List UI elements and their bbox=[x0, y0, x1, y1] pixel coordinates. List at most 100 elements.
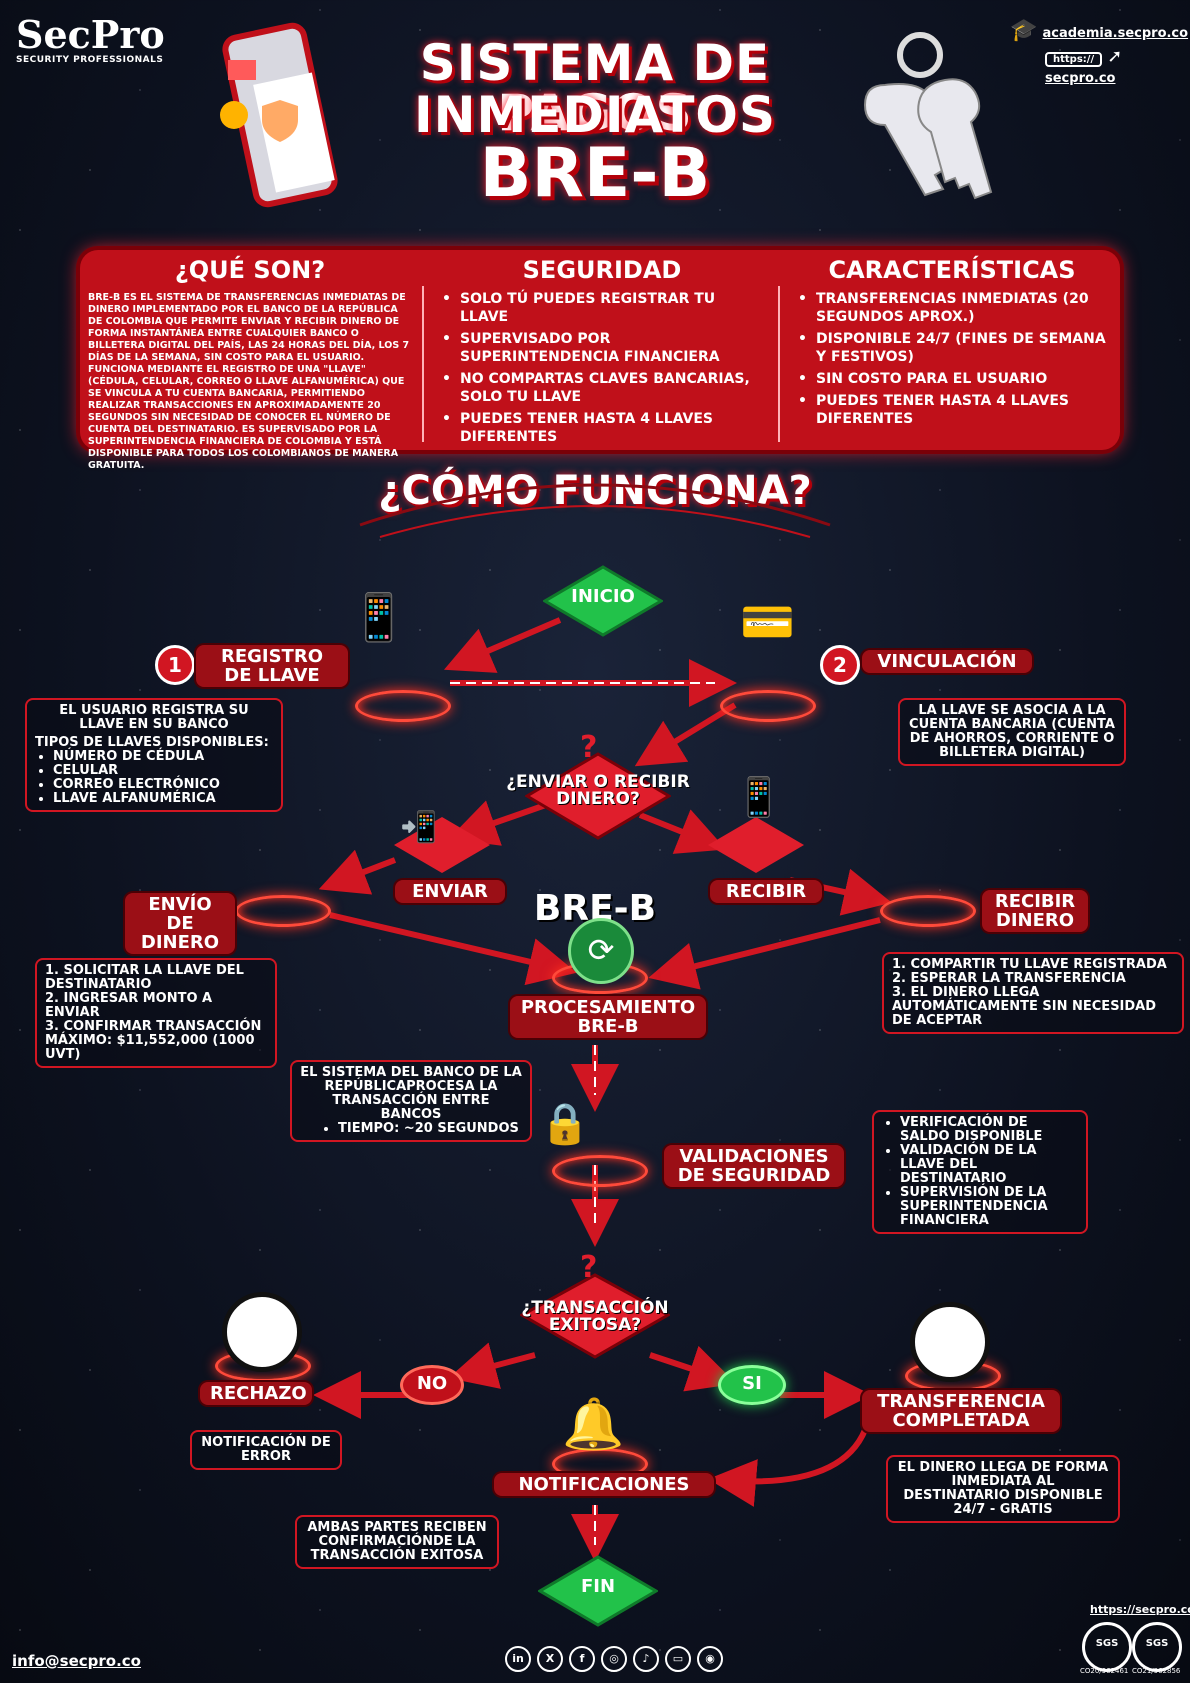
title-line-3: BRE-B bbox=[479, 134, 711, 213]
facebook-icon[interactable]: f bbox=[569, 1646, 595, 1672]
instagram-icon[interactable]: ◎ bbox=[601, 1646, 627, 1672]
cert1-code: CO20/962461 bbox=[1080, 1667, 1129, 1675]
seguridad-heading: SEGURIDAD bbox=[522, 256, 682, 284]
lock-money-icon: 🔒 bbox=[540, 1101, 590, 1147]
sgs-cert-badge: SGS bbox=[1082, 1622, 1132, 1672]
bell-icon: 🔔 bbox=[562, 1395, 625, 1453]
divider bbox=[422, 286, 424, 442]
llave-tipo: LLAVE ALFANUMÉRICA bbox=[53, 792, 273, 806]
footer-site-link[interactable]: https://secpro.co bbox=[1090, 1603, 1190, 1616]
registro-llave-title: EL USUARIO REGISTRA SU LLAVE EN SU BANCO bbox=[59, 703, 249, 732]
vinculacion-box: LA LLAVE SE ASOCIA A LA CUENTA BANCARIA … bbox=[898, 698, 1126, 766]
tiktok-icon[interactable]: ♪ bbox=[633, 1646, 659, 1672]
phones-send-icon: 📲 bbox=[400, 810, 438, 845]
decision2-label: ¿TRANSACCIÓN EXITOSA? bbox=[521, 1298, 669, 1335]
title-line-2: INMEDIATOS bbox=[414, 86, 776, 144]
recibir-paso: 2. ESPERAR LA TRANSFERENCIA bbox=[892, 971, 1126, 986]
divider bbox=[778, 286, 780, 442]
heading-arcs bbox=[359, 483, 831, 538]
github-icon[interactable]: ◉ bbox=[697, 1646, 723, 1672]
recibir-dinero-label: RECIBIR DINERO bbox=[982, 890, 1088, 932]
seguridad-item: NO COMPARTAS CLAVES BANCARIAS, SOLO TU L… bbox=[438, 370, 766, 406]
seguridad-item: PUEDES TENER HASTA 4 LLAVES DIFERENTES bbox=[438, 410, 766, 446]
que-son-text: BRE-B ES EL SISTEMA DE TRANSFERENCIAS IN… bbox=[88, 292, 410, 471]
cert2-code: CO21/962856 bbox=[1132, 1667, 1181, 1675]
procesamiento-tiempo: TIEMPO: ~20 SEGUNDOS bbox=[338, 1122, 522, 1136]
caracteristicas-item: SIN COSTO PARA EL USUARIO bbox=[794, 370, 1110, 388]
site-link-row[interactable]: https:// ➚ secpro.co bbox=[1045, 46, 1190, 86]
sync-icon: ⟳ bbox=[568, 918, 634, 984]
que-son-column: ¿QUÉ SON? BRE-B ES EL SISTEMA DE TRANSFE… bbox=[80, 250, 420, 471]
title-line-1: SISTEMA DE PAGOS bbox=[419, 34, 771, 142]
decision2-shape bbox=[520, 1273, 670, 1359]
recibir-label: RECIBIR bbox=[710, 880, 822, 903]
llave-tipo: CORREO ELECTRÓNICO bbox=[53, 778, 273, 792]
enviar-shape bbox=[394, 817, 490, 873]
inicio-shape bbox=[543, 565, 663, 637]
notificaciones-label: NOTIFICACIONES bbox=[494, 1473, 714, 1496]
step1-badge: 1 bbox=[155, 645, 195, 685]
graduation-cap-icon: 🎓 bbox=[1010, 18, 1038, 43]
vinculacion-label: VINCULACIÓN bbox=[862, 650, 1032, 673]
card-hand-icon: 💳 bbox=[740, 597, 795, 648]
phone-receive-icon: 📱 bbox=[735, 775, 783, 819]
academia-link-row[interactable]: 🎓 academia.secpro.co bbox=[1010, 18, 1188, 43]
portal-ring bbox=[552, 1155, 648, 1187]
url-badge: https:// bbox=[1045, 52, 1103, 67]
email-link[interactable]: info@secpro.co bbox=[12, 1652, 141, 1670]
envio-dinero-label: ENVÍO DE DINERO bbox=[125, 893, 235, 954]
seguridad-column: SEGURIDAD SOLO TÚ PUEDES REGISTRAR TU LL… bbox=[428, 250, 776, 450]
sgs-cert-badge: SGS bbox=[1132, 1622, 1182, 1672]
envio-dinero-box: 1. SOLICITAR LA LLAVE DEL DESTINATARIO 2… bbox=[35, 958, 277, 1068]
completada-label: TRANSFERENCIA COMPLETADA bbox=[862, 1390, 1060, 1432]
fin-label: FIN bbox=[580, 1576, 616, 1597]
completada-circle-icon bbox=[910, 1302, 990, 1382]
validacion-item: VERIFICACIÓN DE SALDO DISPONIBLE bbox=[900, 1116, 1078, 1144]
notificaciones-box: AMBAS PARTES RECIBEN CONFIRMACIÓNDE LA T… bbox=[295, 1515, 499, 1569]
enviar-label: ENVIAR bbox=[395, 880, 505, 903]
question-mark-icon: ? bbox=[580, 730, 598, 765]
envio-maximo: MÁXIMO: $11,552,000 (1000 UVT) bbox=[45, 1033, 255, 1062]
caracteristicas-item: DISPONIBLE 24/7 (FINES DE SEMANA Y FESTI… bbox=[794, 330, 1110, 366]
phone-key-icon: 📱 bbox=[350, 590, 408, 644]
academia-link[interactable]: academia.secpro.co bbox=[1042, 26, 1189, 41]
recibir-paso: 3. EL DINERO LLEGA AUTOMÁTICAMENTE SIN N… bbox=[892, 985, 1157, 1028]
x-icon[interactable]: X bbox=[537, 1646, 563, 1672]
linkedin-icon[interactable]: in bbox=[505, 1646, 531, 1672]
rechazo-box: NOTIFICACIÓN DE ERROR bbox=[190, 1430, 342, 1470]
envio-paso: 3. CONFIRMAR TRANSACCIÓN bbox=[45, 1019, 262, 1034]
validaciones-box: VERIFICACIÓN DE SALDO DISPONIBLE VALIDAC… bbox=[872, 1110, 1088, 1234]
chat-icon[interactable]: ▭ bbox=[665, 1646, 691, 1672]
no-badge: NO bbox=[400, 1365, 464, 1405]
portal-ring bbox=[880, 895, 976, 927]
procesamiento-text: EL SISTEMA DEL BANCO DE LA REPÚBLICAPROC… bbox=[300, 1065, 522, 1122]
caracteristicas-item: TRANSFERENCIAS INMEDIATAS (20 SEGUNDOS A… bbox=[794, 290, 1110, 326]
portal-ring bbox=[235, 895, 331, 927]
validacion-item: VALIDACIÓN DE LA LLAVE DEL DESTINATARIO bbox=[900, 1144, 1078, 1186]
caracteristicas-heading: CARACTERÍSTICAS bbox=[828, 256, 1076, 284]
site-link[interactable]: secpro.co bbox=[1045, 71, 1116, 86]
portal-ring bbox=[720, 690, 816, 722]
decision1-shape bbox=[525, 752, 671, 840]
caracteristicas-column: CARACTERÍSTICAS TRANSFERENCIAS INMEDIATA… bbox=[784, 250, 1120, 450]
recibir-dinero-box: 1. COMPARTIR TU LLAVE REGISTRADA 2. ESPE… bbox=[882, 952, 1184, 1034]
fin-shape bbox=[538, 1555, 658, 1627]
question-mark-icon: ? bbox=[580, 1250, 598, 1285]
decision1-label: ¿ENVIAR O RECIBIR DINERO? bbox=[506, 772, 690, 809]
caracteristicas-item: PUEDES TENER HASTA 4 LLAVES DIFERENTES bbox=[794, 392, 1110, 428]
phone-payment-icon bbox=[220, 22, 338, 208]
registro-llave-label: REGISTRO DE LLAVE bbox=[196, 645, 348, 687]
recibir-paso: 1. COMPARTIR TU LLAVE REGISTRADA bbox=[892, 957, 1167, 972]
llaves-tipos-label: TIPOS DE LLAVES DISPONIBLES: bbox=[35, 735, 269, 750]
llave-tipo: CELULAR bbox=[53, 764, 273, 778]
procesamiento-label: PROCESAMIENTO BRE-B bbox=[510, 996, 706, 1038]
rechazo-label: RECHAZO bbox=[200, 1382, 312, 1405]
envio-paso: 1. SOLICITAR LA LLAVE DEL DESTINATARIO bbox=[45, 963, 244, 992]
step2-badge: 2 bbox=[820, 645, 860, 685]
validaciones-label: VALIDACIONES DE SEGURIDAD bbox=[664, 1145, 844, 1187]
rechazo-circle-icon bbox=[222, 1292, 302, 1372]
procesamiento-box: EL SISTEMA DEL BANCO DE LA REPÚBLICAPROC… bbox=[290, 1060, 532, 1142]
